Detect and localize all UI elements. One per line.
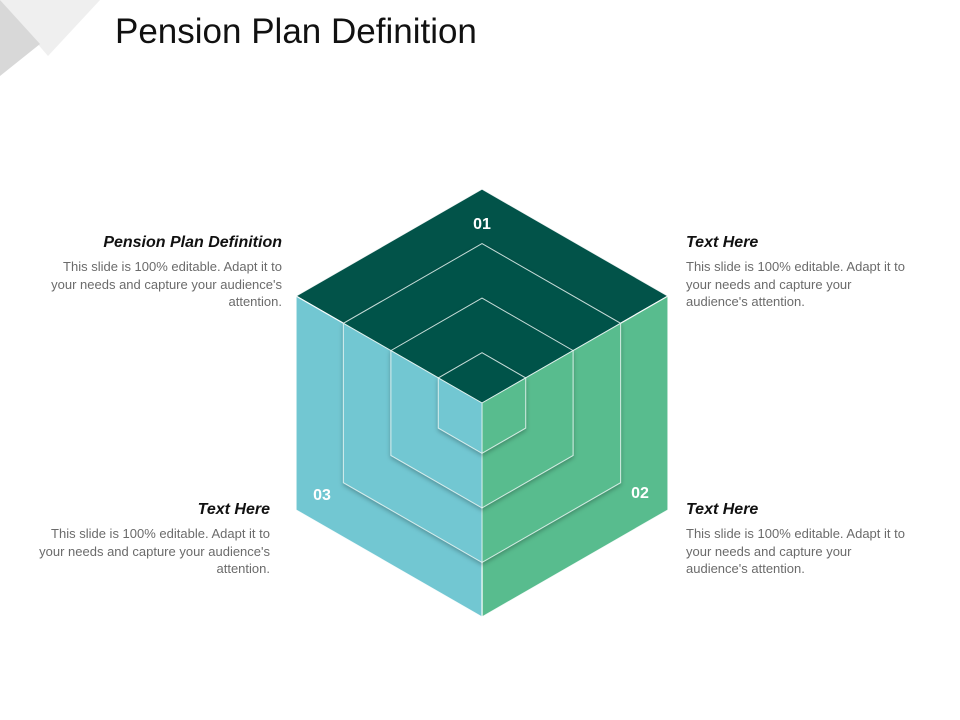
text-block-top-left: Pension Plan Definition This slide is 10… bbox=[42, 234, 282, 311]
block-body: This slide is 100% editable. Adapt it to… bbox=[39, 526, 270, 576]
block-heading: Text Here bbox=[686, 501, 759, 518]
block-body: This slide is 100% editable. Adapt it to… bbox=[51, 259, 282, 309]
segment-number-03: 03 bbox=[313, 487, 331, 504]
ring-level-3 bbox=[437, 352, 527, 455]
block-body: This slide is 100% editable. Adapt it to… bbox=[686, 259, 905, 309]
corner-decoration bbox=[0, 0, 100, 76]
block-heading: Pension Plan Definition bbox=[103, 234, 282, 251]
ring-left-face bbox=[437, 377, 483, 455]
segment-number-02: 02 bbox=[631, 485, 649, 502]
block-heading: Text Here bbox=[686, 234, 759, 251]
page-title: Pension Plan Definition bbox=[115, 12, 477, 51]
block-heading: Text Here bbox=[197, 501, 270, 518]
block-body: This slide is 100% editable. Adapt it to… bbox=[686, 526, 905, 576]
text-block-bottom-right: Text Here This slide is 100% editable. A… bbox=[686, 501, 916, 578]
corner-dark-shape bbox=[0, 0, 40, 76]
nested-rings bbox=[342, 243, 622, 564]
text-block-bottom-left: Text Here This slide is 100% editable. A… bbox=[30, 501, 270, 578]
segment-number-01: 01 bbox=[473, 216, 491, 233]
corner-light-shape bbox=[0, 0, 100, 56]
text-block-top-right: Text Here This slide is 100% editable. A… bbox=[686, 234, 916, 311]
